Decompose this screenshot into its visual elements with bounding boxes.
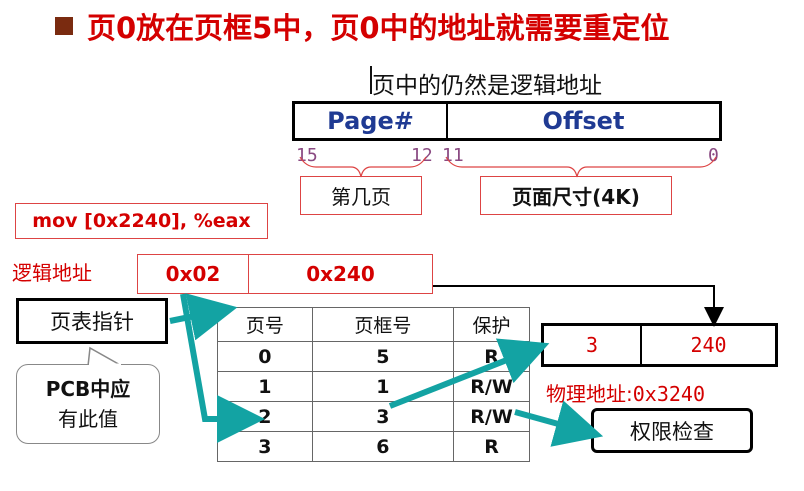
callout-line-2: 有此值 — [58, 407, 118, 431]
logical-address-box: 0x02 0x240 — [137, 254, 433, 294]
logical-address-label: 逻辑地址 — [12, 261, 92, 285]
row-1-frame: 1 — [311, 371, 455, 402]
page-bit-bracket — [299, 156, 427, 178]
offset-bit-bracket — [445, 156, 717, 178]
row-3-frame: 6 — [311, 431, 455, 462]
logical-page-number: 0x02 — [138, 255, 249, 293]
slide-title: 页0放在页框5中，页0中的地址就需要重定位 — [55, 4, 670, 48]
bit-0: 0 — [708, 145, 719, 166]
pointer-to-table-arrow — [169, 293, 238, 341]
offset-field: Offset — [542, 107, 625, 135]
physical-address-value: 0x3240 — [632, 382, 705, 406]
row-3-protection: R — [453, 431, 530, 462]
table-row: 3 6 R — [217, 431, 530, 462]
instruction-box: mov [0x2240], %eax — [15, 203, 268, 239]
permission-check-box: 权限检查 — [591, 408, 753, 453]
page-table-pointer-label: 页表指针 — [50, 310, 134, 334]
page-table: 页号 页框号 保护 0 5 R 1 1 R/W 2 3 R/W 3 6 R — [217, 307, 530, 462]
row-0-frame: 5 — [311, 341, 455, 372]
text-cursor — [370, 66, 372, 94]
callout-line-1: PCB中应 — [45, 377, 131, 401]
page-number-lookup-arrow — [180, 293, 265, 443]
header-frame-number: 页框号 — [311, 307, 455, 342]
logical-offset: 0x240 — [306, 262, 375, 286]
page-size-label-box: 页面尺寸(4K) — [480, 176, 672, 215]
pcb-callout: PCB中应 有此值 — [16, 364, 160, 444]
bit-15: 15 — [296, 145, 318, 166]
page-index-label: 第几页 — [331, 185, 391, 209]
bit-12: 12 — [411, 145, 433, 166]
physical-frame-number: 3 — [544, 326, 642, 364]
row-2-frame: 3 — [311, 401, 455, 432]
offset-copy-arrow — [433, 285, 724, 327]
page-size-label: 页面尺寸(4K) — [512, 185, 640, 209]
physical-offset: 240 — [690, 333, 727, 357]
square-bullet-icon — [55, 17, 73, 35]
frame-to-physical-arrow — [388, 338, 550, 409]
page-index-label-box: 第几页 — [300, 176, 422, 215]
address-format-bar: Page# Offset — [292, 101, 722, 141]
protection-to-check-arrow — [514, 400, 604, 447]
page-table-pointer-box: 页表指针 — [16, 298, 168, 344]
subtitle: 页中的仍然是逻辑地址 — [372, 73, 602, 99]
page-number-field: Page# — [295, 104, 448, 138]
row-2-protection: R/W — [453, 401, 530, 432]
permission-check-label: 权限检查 — [630, 419, 714, 444]
title-text: 页0放在页框5中，页0中的地址就需要重定位 — [87, 11, 670, 45]
bit-11: 11 — [442, 145, 464, 166]
instruction-text: mov [0x2240], %eax — [32, 210, 251, 232]
